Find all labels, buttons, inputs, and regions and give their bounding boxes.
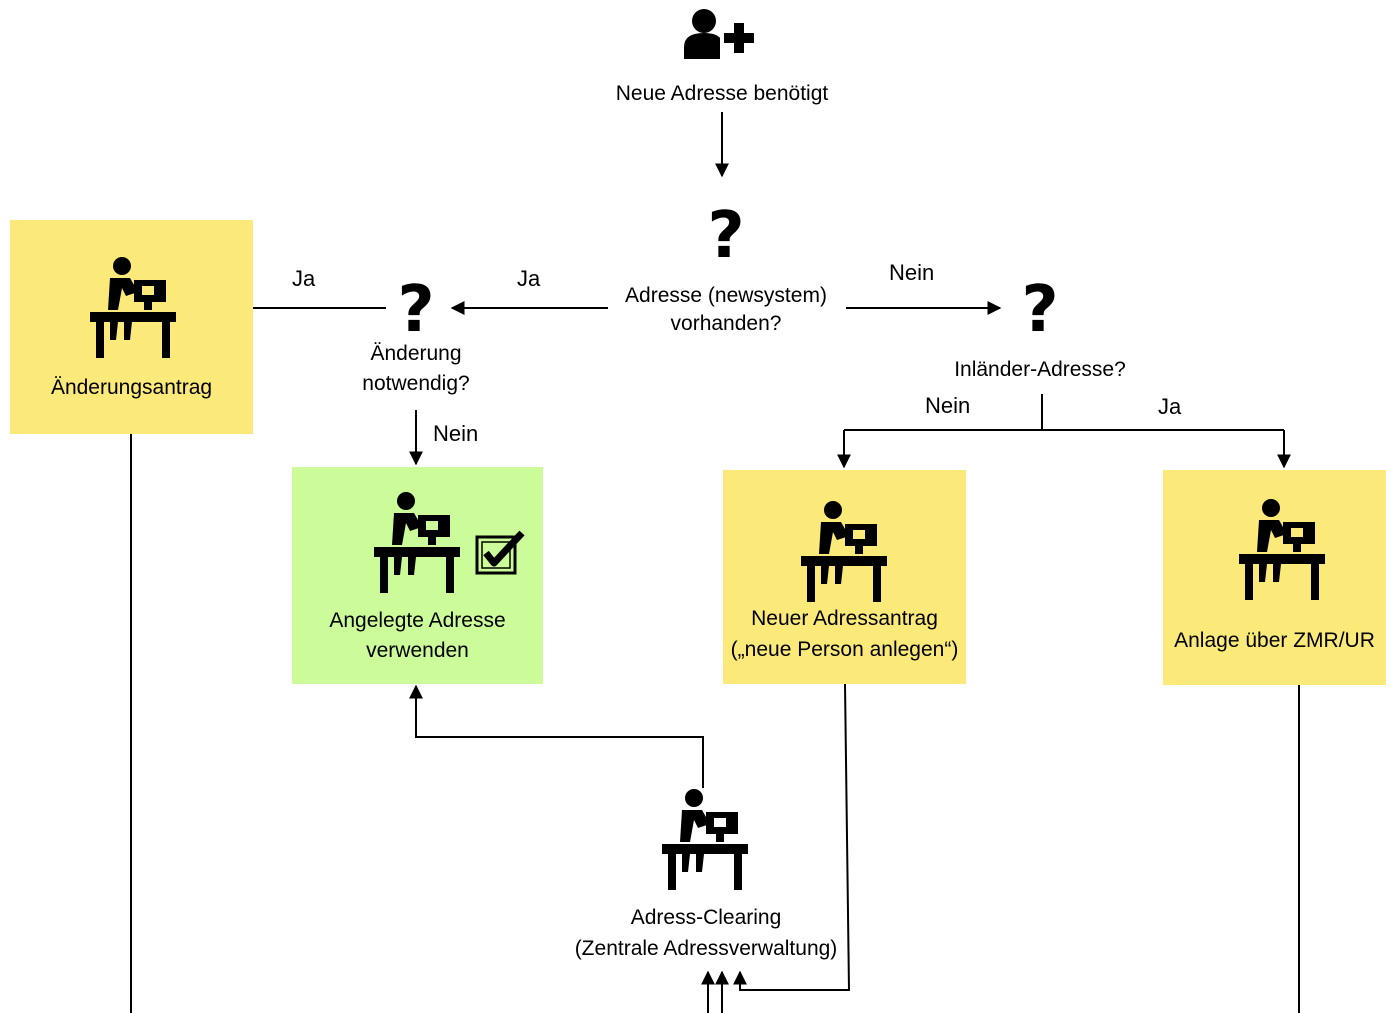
edge-label-nein-right: Nein <box>889 260 935 285</box>
edge-label-nein-down: Nein <box>433 421 479 446</box>
process-clearing-line2: (Zentrale Adressverwaltung) <box>574 937 838 960</box>
arrow-clearing-to-use-existing <box>409 684 704 788</box>
question-icon: ? <box>707 199 745 273</box>
decision-address-exists-line2: vorhanden? <box>670 312 782 335</box>
decision-address-exists-line1: Adresse (newsystem) <box>625 284 827 307</box>
desk-worker-icon <box>1239 499 1325 600</box>
edge-label-ja-outer: Ja <box>292 266 316 291</box>
process-clearing: Adress-Clearing (Zentrale Adressverwaltu… <box>568 784 844 974</box>
decision-address-exists: ? Adresse (newsystem) vorhanden? <box>612 200 840 340</box>
process-clearing-line1: Adress-Clearing <box>630 906 782 929</box>
desk-worker-icon <box>90 257 176 358</box>
question-icon: ? <box>1021 273 1059 347</box>
process-new-request-line2: („neue Person anlegen“) <box>730 638 959 661</box>
process-new-request: Neuer Adressantrag („neue Person anlegen… <box>723 470 966 684</box>
decision-change-needed-line2: notwendig? <box>362 372 470 395</box>
start-label: Neue Adresse benötigt <box>615 82 829 105</box>
edge-label-ja-branch: Ja <box>1158 394 1182 419</box>
decision-domestic: ? Inländer-Adresse? <box>940 272 1140 392</box>
decision-change-needed: ? Änderung notwendig? <box>340 272 492 402</box>
process-zmr: Anlage über ZMR/UR <box>1163 470 1386 685</box>
process-use-existing-line1: Angelegte Adresse <box>329 609 506 632</box>
user-add-icon <box>684 9 754 59</box>
process-use-existing-line2: verwenden <box>366 639 469 662</box>
process-change-request: Änderungsantrag <box>10 220 253 434</box>
process-new-request-line1: Neuer Adressantrag <box>751 607 938 630</box>
edge-label-nein-branch: Nein <box>925 393 971 418</box>
question-icon: ? <box>397 273 435 347</box>
decision-domestic-line1: Inländer-Adresse? <box>954 358 1126 381</box>
edge-label-ja-inner: Ja <box>517 266 541 291</box>
process-use-existing: Angelegte Adresse verwenden <box>292 467 543 684</box>
desk-worker-icon <box>662 789 748 890</box>
decision-change-needed-line1: Änderung <box>370 342 462 365</box>
process-change-request-line1: Änderungsantrag <box>50 376 213 399</box>
arrow-new-request-to-clearing <box>733 683 851 991</box>
desk-worker-icon <box>374 492 460 593</box>
desk-worker-icon <box>801 501 887 602</box>
start-node: Neue Adresse benötigt <box>600 0 844 112</box>
checkbox-checked-icon <box>475 530 525 575</box>
process-zmr-line1: Anlage über ZMR/UR <box>1174 629 1375 652</box>
